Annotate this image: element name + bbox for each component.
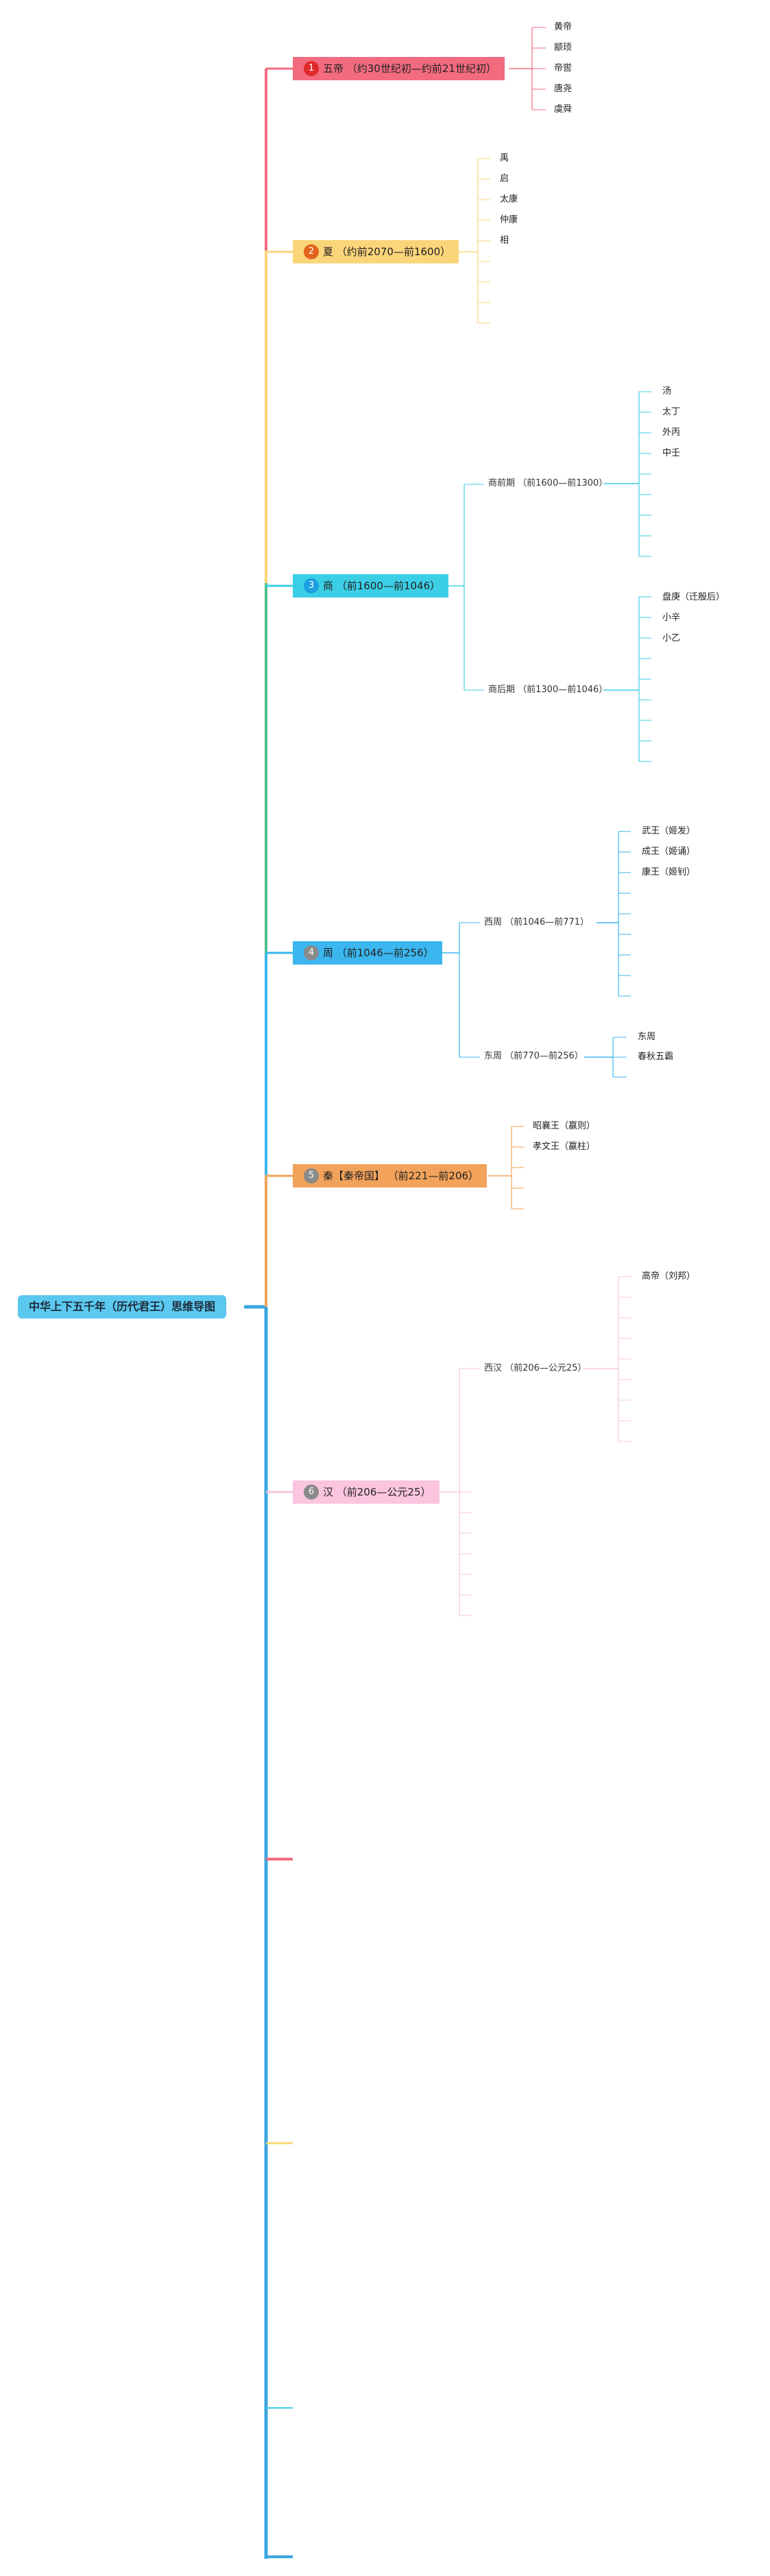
leaf-waibing[interactable]: 外丙	[662, 427, 681, 438]
subtopic-west-zhou[interactable]: 西周 （前1046—前771）	[484, 917, 590, 927]
era-label: 五帝 （约30世纪初—约前21世纪初）	[323, 62, 496, 75]
leaf-xiaowenwang[interactable]: 孝文王（嬴柱）	[533, 1142, 596, 1152]
leaf-dongzhou[interactable]: 东周	[638, 1032, 656, 1042]
leaf-chunqiu-wuba[interactable]: 春秋五霸	[638, 1052, 674, 1062]
leaf-zhaoxiangwang[interactable]: 昭襄王（嬴则）	[533, 1121, 596, 1131]
era-node-zhou[interactable]: 4 周 （前1046—前256）	[293, 941, 442, 965]
priority-badge-icon: 4	[304, 945, 319, 960]
era-node-qin[interactable]: 5 秦【秦帝国】 （前221—前206）	[293, 1164, 488, 1187]
leaf-kangwang[interactable]: 康王（姬钊）	[642, 867, 696, 877]
leaf-gaodi[interactable]: 高帝（刘邦）	[642, 1271, 696, 1281]
leaf-diku[interactable]: 帝喾	[554, 63, 573, 73]
leaf-zhongkang[interactable]: 仲康	[500, 215, 518, 225]
leaf-wuwang[interactable]: 武王（姬发）	[642, 826, 696, 836]
leaf-xiaoxin[interactable]: 小辛	[662, 613, 681, 623]
era-node-han[interactable]: 6 汉 （前206—公元25）	[293, 1480, 440, 1504]
leaf-zhongren[interactable]: 中壬	[662, 448, 681, 458]
priority-badge-icon: 3	[304, 578, 319, 593]
era-node-xia[interactable]: 2 夏 （约前2070—前1600）	[293, 240, 459, 263]
leaf-xiaoyi[interactable]: 小乙	[662, 633, 681, 643]
priority-badge-icon: 5	[304, 1168, 319, 1183]
leaf-yushun[interactable]: 虞舜	[554, 104, 573, 115]
leaf-tangyao[interactable]: 唐尧	[554, 84, 573, 94]
leaf-chengwang[interactable]: 成王（姬诵）	[642, 847, 696, 857]
subtopic-shang-early[interactable]: 商前期 （前1600—前1300）	[488, 478, 608, 488]
leaf-taiding[interactable]: 太丁	[662, 407, 681, 417]
era-label: 夏 （约前2070—前1600）	[323, 246, 451, 258]
era-node-wudi[interactable]: 1 五帝 （约30世纪初—约前21世纪初）	[293, 57, 505, 80]
leaf-pangeng[interactable]: 盘庚（迁殷后）	[662, 592, 725, 602]
era-label: 汉 （前206—公元25）	[323, 1486, 431, 1498]
leaf-tang[interactable]: 汤	[662, 386, 672, 397]
leaf-huangdi[interactable]: 黄帝	[554, 22, 573, 32]
leaf-zhuanxu[interactable]: 颛顼	[554, 43, 573, 53]
priority-badge-icon: 6	[304, 1484, 319, 1500]
subtopic-shang-late[interactable]: 商后期 （前1300—前1046）	[488, 685, 608, 695]
leaf-yu[interactable]: 禹	[500, 153, 509, 163]
subtopic-east-zhou[interactable]: 东周 （前770—前256）	[484, 1051, 583, 1061]
leaf-taikang[interactable]: 太康	[500, 194, 518, 204]
leaf-xiang[interactable]: 相	[500, 235, 509, 246]
priority-badge-icon: 1	[304, 60, 319, 76]
era-label: 商 （前1600—前1046）	[323, 580, 441, 592]
era-label: 秦【秦帝国】 （前221—前206）	[323, 1170, 479, 1182]
leaf-qi[interactable]: 启	[500, 174, 509, 184]
priority-badge-icon: 2	[304, 244, 319, 259]
root-topic[interactable]: 中华上下五千年（历代君王）思维导图	[18, 1295, 227, 1319]
subtopic-west-han[interactable]: 西汉 （前206—公元25）	[484, 1363, 587, 1373]
era-label: 周 （前1046—前256）	[323, 947, 434, 959]
era-node-shang[interactable]: 3 商 （前1600—前1046）	[293, 574, 449, 598]
